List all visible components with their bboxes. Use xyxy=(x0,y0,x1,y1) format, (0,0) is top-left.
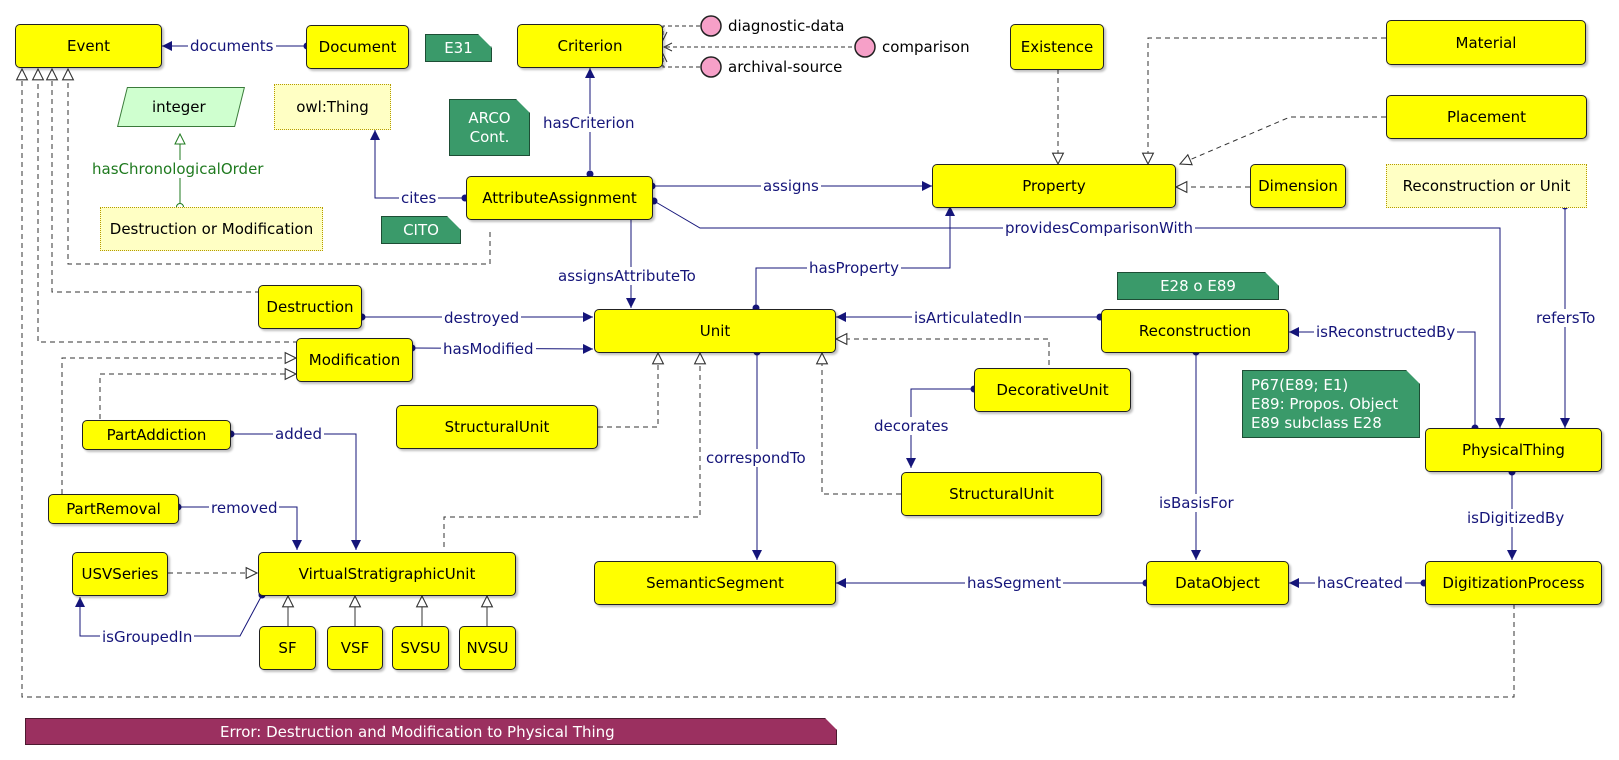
note-p67-line-2: E89: Propos. Object xyxy=(1251,395,1399,413)
error-message-text: Error: Destruction and Modification to P… xyxy=(220,722,615,741)
label-removed: removed xyxy=(209,499,280,517)
class-virtual-stratigraphic-unit[interactable]: VirtualStratigraphicUnit xyxy=(258,552,516,596)
label-is-articulated-in: isArticulatedIn xyxy=(912,309,1025,327)
external-owl-thing[interactable]: owl:Thing xyxy=(274,84,391,130)
class-usv-series[interactable]: USVSeries xyxy=(72,552,168,596)
individual-diagnostic-data-dot xyxy=(700,15,722,37)
class-event[interactable]: Event xyxy=(15,24,162,68)
note-e31: E31 xyxy=(425,34,492,62)
class-structural-unit-right[interactable]: StructuralUnit xyxy=(901,472,1102,516)
individual-comparison[interactable]: comparison xyxy=(882,38,970,56)
label-refers-to: refersTo xyxy=(1534,309,1598,327)
individual-comparison-dot xyxy=(854,36,876,58)
note-arco-line-1: ARCO xyxy=(468,108,511,127)
label-destroyed: destroyed xyxy=(442,309,522,327)
label-documents: documents xyxy=(188,37,276,55)
class-criterion[interactable]: Criterion xyxy=(517,24,663,68)
class-digitization-process[interactable]: DigitizationProcess xyxy=(1425,561,1602,605)
class-semantic-segment[interactable]: SemanticSegment xyxy=(594,561,836,605)
label-has-criterion: hasCriterion xyxy=(541,114,637,132)
note-arco-line-2: Cont. xyxy=(469,127,510,146)
label-assigns: assigns xyxy=(761,177,821,195)
label-is-basis-for: isBasisFor xyxy=(1157,494,1236,512)
label-has-property: hasProperty xyxy=(807,259,901,277)
label-correspond-to: correspondTo xyxy=(704,449,808,467)
note-p67-line-3: E89 subclass E28 xyxy=(1251,414,1382,432)
class-structural-unit-left[interactable]: StructuralUnit xyxy=(396,405,598,449)
label-is-digitized-by: isDigitizedBy xyxy=(1465,509,1567,527)
label-cites: cites xyxy=(399,189,439,207)
class-sf[interactable]: SF xyxy=(259,626,316,670)
class-part-addiction[interactable]: PartAddiction xyxy=(82,420,231,450)
label-decorates: decorates xyxy=(872,417,951,435)
note-arco: ARCO Cont. xyxy=(449,99,530,156)
class-reconstruction[interactable]: Reconstruction xyxy=(1101,309,1289,353)
class-data-object[interactable]: DataObject xyxy=(1146,561,1289,605)
class-attribute-assignment[interactable]: AttributeAssignment xyxy=(466,176,653,220)
class-dimension[interactable]: Dimension xyxy=(1250,164,1346,208)
class-material[interactable]: Material xyxy=(1386,20,1586,65)
individual-diagnostic-data[interactable]: diagnostic-data xyxy=(728,17,845,35)
label-is-grouped-in: isGroupedIn xyxy=(100,628,195,646)
class-vsf[interactable]: VSF xyxy=(327,626,383,670)
error-message-bar: Error: Destruction and Modification to P… xyxy=(25,718,837,745)
label-has-created: hasCreated xyxy=(1315,574,1405,592)
class-modification[interactable]: Modification xyxy=(296,338,413,382)
class-physical-thing[interactable]: PhysicalThing xyxy=(1425,428,1602,472)
label-added: added xyxy=(273,425,324,443)
datatype-integer-label: integer xyxy=(152,98,206,116)
class-decorative-unit[interactable]: DecorativeUnit xyxy=(974,368,1131,412)
label-provides-comparison-with: providesComparisonWith xyxy=(1003,219,1196,237)
label-assigns-attribute-to: assignsAttributeTo xyxy=(556,267,698,285)
individual-archival-source[interactable]: archival-source xyxy=(728,58,843,76)
class-property[interactable]: Property xyxy=(932,164,1176,208)
external-reconstruction-or-unit[interactable]: Reconstruction or Unit xyxy=(1386,164,1587,208)
label-has-chronological-order: hasChronologicalOrder xyxy=(90,160,266,178)
class-document[interactable]: Document xyxy=(306,25,409,69)
class-unit[interactable]: Unit xyxy=(594,309,836,353)
external-destruction-or-modification[interactable]: Destruction or Modification xyxy=(100,207,323,251)
class-svsu[interactable]: SVSU xyxy=(392,626,449,670)
label-is-reconstructed-by: isReconstructedBy xyxy=(1314,323,1458,341)
note-p67-line-1: P67(E89; E1) xyxy=(1251,376,1349,394)
class-existence[interactable]: Existence xyxy=(1010,24,1104,70)
class-destruction[interactable]: Destruction xyxy=(258,285,362,329)
note-cito: CITO xyxy=(381,216,461,244)
class-placement[interactable]: Placement xyxy=(1386,95,1587,139)
class-part-removal[interactable]: PartRemoval xyxy=(48,494,179,524)
note-e28-e89: E28 o E89 xyxy=(1117,272,1279,300)
class-nvsu[interactable]: NVSU xyxy=(459,626,516,670)
individual-archival-source-dot xyxy=(700,56,722,78)
note-p67: P67(E89; E1) E89: Propos. Object E89 sub… xyxy=(1242,370,1420,438)
label-has-modified: hasModified xyxy=(441,340,536,358)
label-has-segment: hasSegment xyxy=(965,574,1064,592)
